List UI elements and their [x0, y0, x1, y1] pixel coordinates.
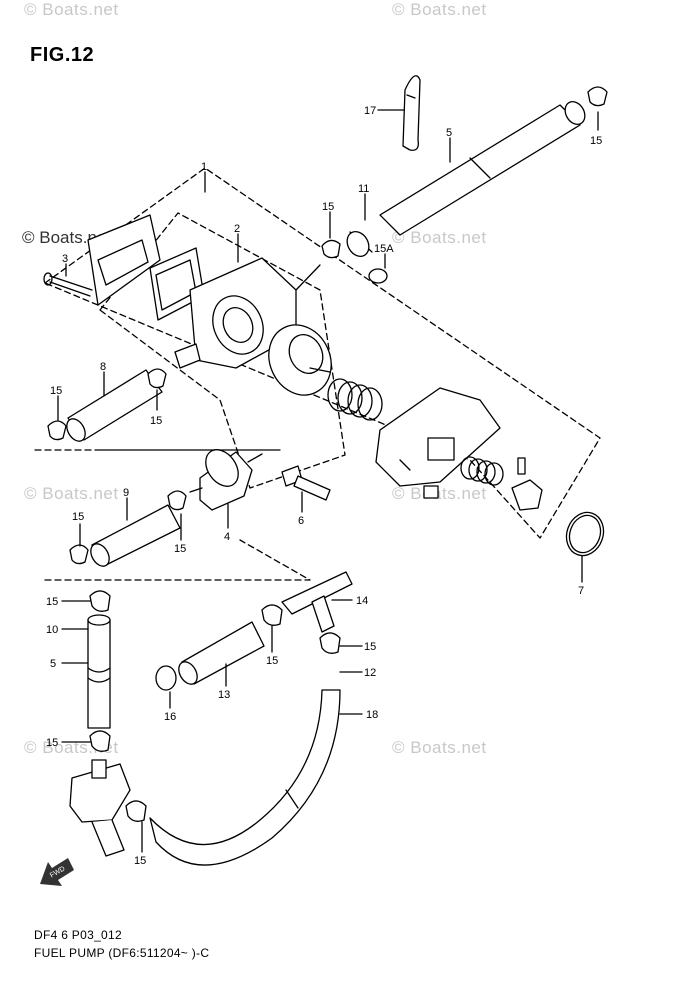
callout-3: 3	[62, 253, 68, 265]
callout-15: 15	[266, 655, 278, 667]
fuel-filter-4	[189, 449, 263, 511]
clip-15-mid	[321, 239, 341, 259]
spring	[327, 378, 383, 421]
callout-15: 15	[134, 855, 146, 867]
clip-15	[69, 544, 89, 565]
watermark: © Boats.net	[392, 0, 487, 19]
callout-15: 15	[46, 737, 58, 749]
callout-11: 11	[358, 183, 369, 195]
callout-15: 15	[174, 543, 186, 555]
callout-5: 5	[446, 127, 452, 139]
figure-caption: FUEL PUMP (DF6:511204~ )-C	[34, 946, 210, 960]
callout-6: 6	[298, 515, 304, 527]
callout-15: 15	[364, 641, 376, 653]
hose-18	[149, 689, 341, 866]
callout-8: 8	[100, 361, 106, 373]
callout-9: 9	[123, 487, 129, 499]
callout-4: 4	[224, 531, 230, 543]
nut	[423, 485, 439, 499]
clip-15	[89, 590, 111, 612]
watermark: © Boats.net	[24, 0, 119, 19]
callout-7: 7	[578, 585, 584, 597]
callout-16: 16	[164, 711, 176, 723]
hose-9	[90, 504, 181, 567]
clip-15	[125, 800, 147, 822]
callout-1: 1	[201, 161, 207, 173]
clip-15	[147, 368, 167, 389]
hanger-17	[402, 75, 421, 151]
cover-plate	[87, 214, 161, 306]
section-divider	[44, 539, 311, 581]
valve-cap	[511, 479, 543, 511]
callout-15A: 15A	[374, 243, 394, 255]
callout-14: 14	[356, 595, 368, 607]
fuel-connector	[69, 759, 131, 857]
watermark: © Boats.net	[392, 228, 487, 247]
clamp-16	[155, 665, 177, 691]
callout-15: 15	[46, 596, 58, 608]
watermark: © Boats.net	[24, 484, 119, 503]
callout-15: 15	[72, 511, 84, 523]
watermark: © Boats.net	[392, 484, 487, 503]
pin	[517, 457, 526, 475]
callout-15: 15	[590, 135, 602, 147]
assembly-outline-2	[99, 212, 346, 489]
figure-title: FIG.12	[30, 44, 95, 66]
callout-17: 17	[364, 105, 376, 117]
figure-code: DF4 6 P03_012	[34, 928, 122, 942]
callout-15: 15	[50, 385, 62, 397]
callout-18: 18	[366, 709, 378, 721]
washer-15A	[368, 268, 388, 284]
hose-8	[66, 369, 163, 442]
check-spring	[460, 456, 504, 486]
clip-15	[47, 420, 67, 441]
fwd-arrow-icon	[40, 858, 74, 886]
screw-3	[43, 272, 93, 297]
callout-13: 13	[218, 689, 230, 701]
callout-15: 15	[322, 201, 334, 213]
hose-13	[178, 621, 265, 685]
clip-15	[89, 730, 111, 752]
bolt-6	[281, 465, 331, 501]
clip-15	[167, 490, 187, 511]
pump-body-2	[174, 257, 321, 369]
o-ring-7	[565, 511, 605, 557]
clip-15-top	[587, 86, 608, 107]
callout-2: 2	[234, 223, 240, 235]
callout-12: 12	[364, 667, 376, 679]
watermark: © Boats.net	[392, 738, 487, 757]
clip-15	[319, 632, 341, 654]
callout-10: 10	[46, 624, 58, 636]
callout-5: 5	[50, 658, 56, 670]
hose-5-upper	[346, 101, 586, 257]
hose-10-5-vertical	[87, 614, 111, 729]
diaphragm	[268, 324, 332, 396]
clip-15	[261, 604, 283, 626]
callout-15: 15	[150, 415, 162, 427]
t-joint-14	[281, 571, 353, 633]
pump-cover	[375, 387, 501, 487]
